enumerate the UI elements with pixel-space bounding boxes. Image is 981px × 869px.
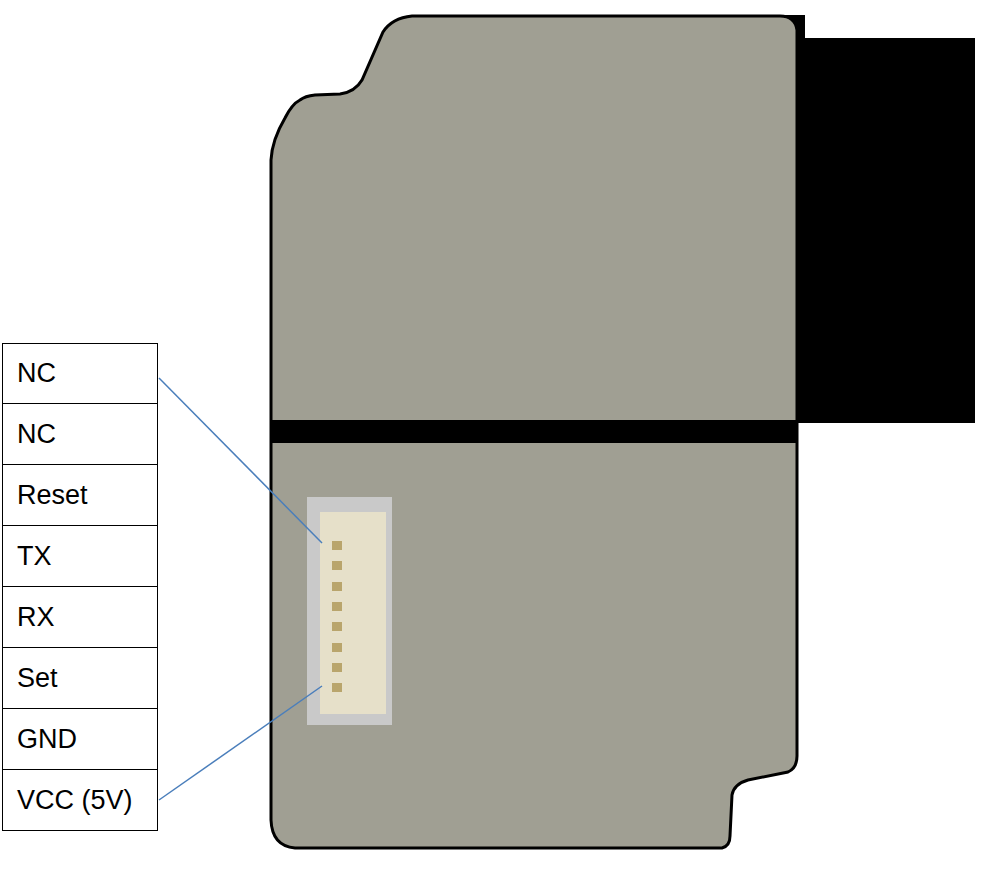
pin-name: Reset <box>3 480 88 511</box>
pin-cell: Set <box>2 647 158 709</box>
connector-pins <box>332 541 342 692</box>
connector-shroud <box>307 497 392 725</box>
pin-cell: VCC (5V) <box>2 769 158 831</box>
leader-line <box>159 378 322 543</box>
pin-name: VCC (5V) <box>3 785 133 816</box>
pin-cell: GND <box>2 708 158 770</box>
pin-name: Set <box>3 663 58 694</box>
pin-cell: TX <box>2 525 158 587</box>
pin-name: TX <box>3 541 52 572</box>
pin-name: GND <box>3 724 77 755</box>
pin-cell: NC <box>2 403 158 465</box>
pin-cell: NC <box>2 343 158 404</box>
pin-name: RX <box>3 602 55 633</box>
pin-name: NC <box>3 358 56 389</box>
sensor-body <box>271 16 797 848</box>
pin-cell: RX <box>2 586 158 648</box>
leader-line <box>159 686 322 800</box>
body-seam <box>271 420 797 443</box>
fan-housing <box>795 38 975 423</box>
connector-housing <box>320 512 386 714</box>
pin-name: NC <box>3 419 56 450</box>
pin-cell: Reset <box>2 464 158 526</box>
